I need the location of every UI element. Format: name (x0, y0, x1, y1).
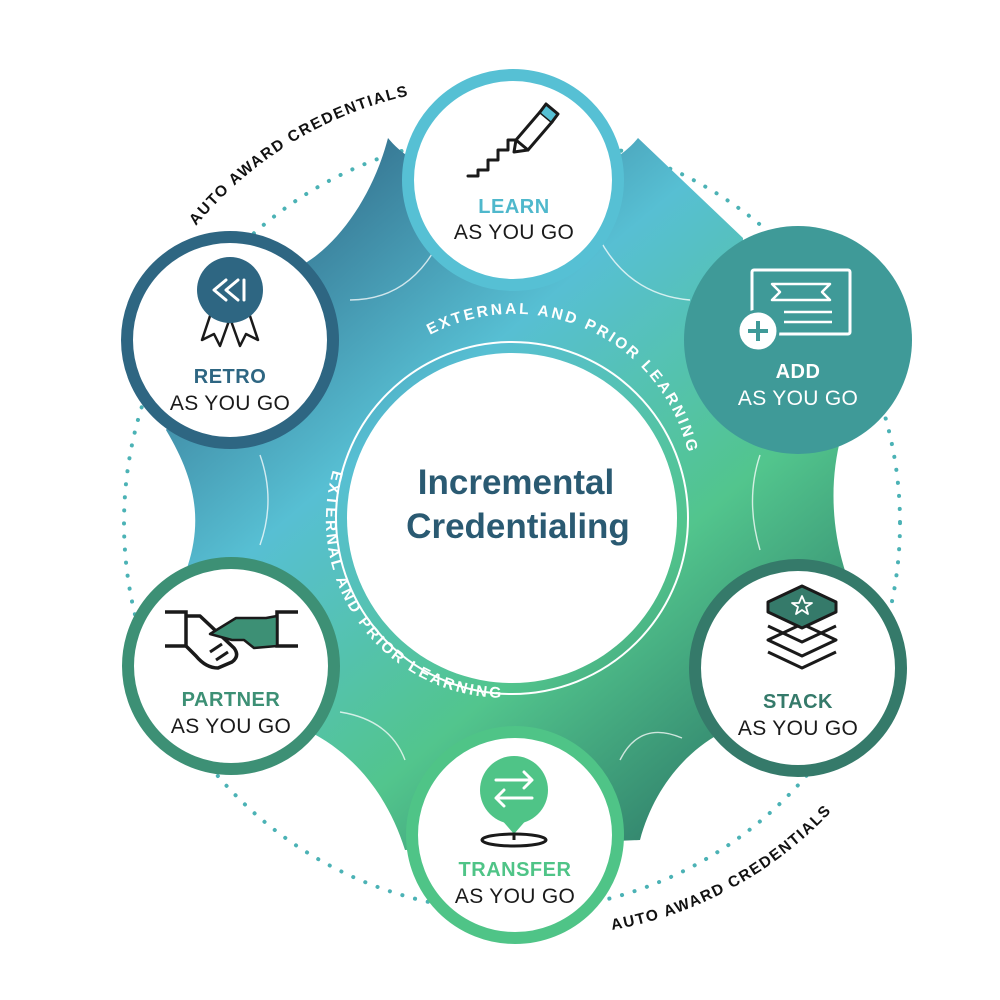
node-stack: STACK AS YOU GO (689, 559, 907, 777)
node-stack-title: STACK (763, 691, 833, 713)
handshake-icon (165, 610, 298, 670)
outer-dotted-ring (122, 133, 902, 913)
rewind-badge-icon (197, 257, 263, 348)
node-stack-subtitle: AS YOU GO (738, 717, 858, 740)
node-partner: PARTNER AS YOU GO (122, 557, 340, 775)
transfer-pin-icon (480, 756, 548, 848)
node-retro-subtitle: AS YOU GO (170, 392, 290, 415)
node-transfer-title: TRANSFER (459, 859, 572, 881)
node-add: ADD AS YOU GO (684, 226, 912, 454)
node-learn: LEARN AS YOU GO (402, 69, 624, 291)
center-title-line2: Credentialing (406, 507, 630, 546)
node-retro: RETRO AS YOU GO (121, 231, 339, 449)
node-partner-title: PARTNER (182, 689, 281, 711)
node-transfer: TRANSFER AS YOU GO (406, 726, 624, 944)
node-add-title: ADD (776, 361, 821, 383)
node-learn-title: LEARN (478, 196, 549, 218)
node-partner-subtitle: AS YOU GO (171, 715, 291, 738)
certificate-add-icon (736, 268, 852, 353)
center-title-line1: Incremental (418, 463, 614, 502)
node-add-subtitle: AS YOU GO (738, 387, 858, 410)
stack-icon (766, 584, 838, 670)
node-learn-subtitle: AS YOU GO (454, 221, 574, 244)
center-circle (347, 353, 677, 683)
node-transfer-subtitle: AS YOU GO (455, 885, 575, 908)
node-retro-title: RETRO (194, 366, 267, 388)
pencil-steps-icon (466, 102, 560, 178)
center-ring (335, 341, 689, 695)
